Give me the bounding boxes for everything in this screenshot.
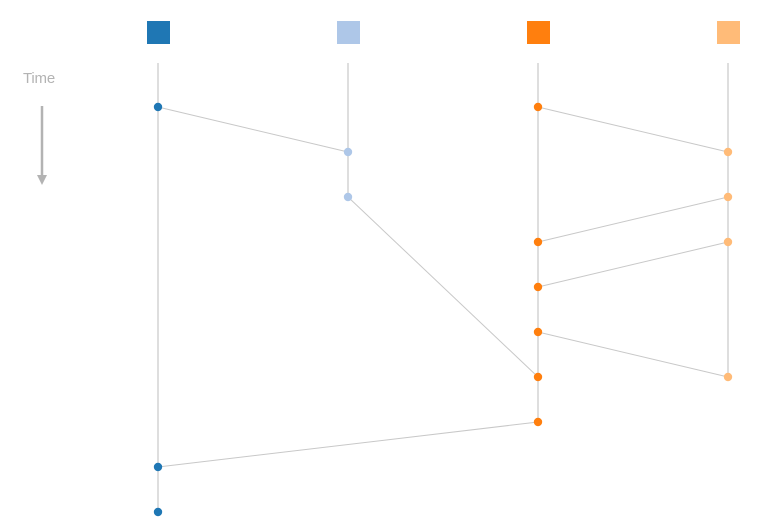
message-line — [347, 196, 539, 378]
event-dot — [153, 462, 163, 472]
event-dot — [153, 507, 163, 517]
message-line — [537, 196, 729, 243]
event-dot — [343, 147, 353, 157]
time-arrow-icon — [37, 106, 47, 185]
lane-header-p3 — [527, 21, 550, 44]
event-dot — [723, 147, 733, 157]
event-dot — [533, 282, 543, 292]
event-dot — [533, 417, 543, 427]
event-dot — [723, 372, 733, 382]
event-dot — [533, 102, 543, 112]
message-line — [157, 106, 349, 153]
event-dot — [343, 192, 353, 202]
event-dot — [153, 102, 163, 112]
message-line — [157, 421, 539, 468]
time-axis-label: Time — [23, 70, 55, 87]
lane-header-p1 — [147, 21, 170, 44]
event-dot — [533, 237, 543, 247]
event-dot — [533, 327, 543, 337]
lane-header-p2 — [337, 21, 360, 44]
message-line — [537, 106, 729, 153]
event-dot — [723, 192, 733, 202]
message-line — [537, 331, 729, 378]
lane-header-p4 — [717, 21, 740, 44]
message-line — [537, 241, 729, 288]
event-dot — [533, 372, 543, 382]
event-dot — [723, 237, 733, 247]
